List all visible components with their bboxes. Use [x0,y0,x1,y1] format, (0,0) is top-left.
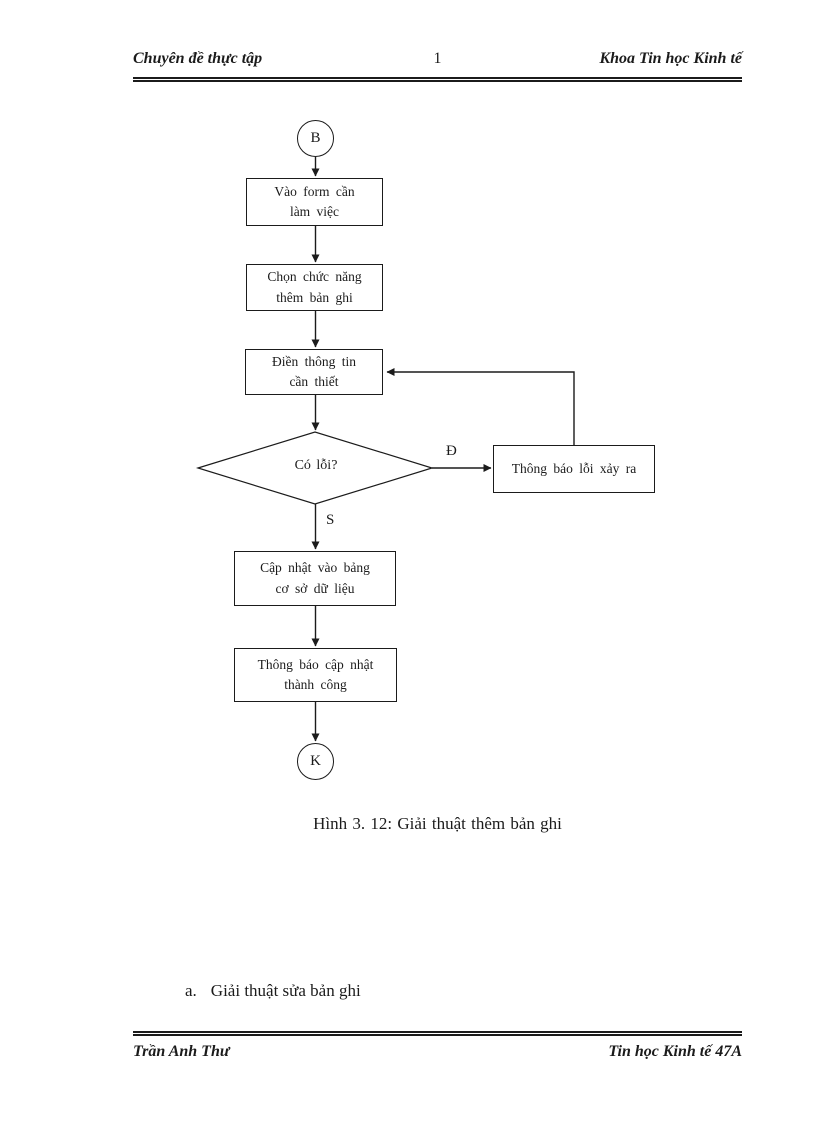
branch-label-yes: Đ [446,443,457,459]
figure-caption: Hình 3. 12: Giải thuật thêm bản ghi [313,814,562,833]
footer-rule [133,1031,742,1036]
process-box-update-db-text: Cập nhật vào bảng cơ sở dữ liệu [260,560,370,596]
process-box-fill-info-text: Điền thông tin cần thiết [272,353,356,389]
flowchart-connectors [195,157,575,742]
process-box-error-message-text: Thông báo lỗi xảy ra [511,460,637,476]
process-box-error-message: Thông báo lỗi xảy ra [493,445,655,493]
process-box-fill-info: Điền thông tin cần thiết [245,349,383,395]
process-box-success-message: Thông báo cập nhật thành công [234,648,397,702]
section-heading: a. Giải thuật sửa bản ghi [185,981,361,1001]
footer-right-text: Tin học Kinh tế 47A [608,1043,742,1060]
start-terminal: B [297,120,334,157]
process-box-success-message-text: Thông báo cập nhật thành công [257,656,374,692]
page-number: 1 [433,50,442,67]
start-terminal-label: B [310,130,321,146]
end-terminal-label: K [310,753,321,769]
header-right-text: Khoa Tin học Kinh tế [599,50,742,67]
header-rule [133,77,742,82]
section-title: Giải thuật sửa bản ghi [210,981,361,1000]
page-footer: Trần Anh Thư Tin học Kinh tế 47A [133,1043,742,1061]
process-box-enter-form-text: Vào form cần làm việc [274,183,355,219]
header-left-text: Chuyên đề thực tập [133,50,263,67]
process-box-choose-function-text: Chọn chức năng thêm bản ghi [267,269,362,305]
footer-left-text: Trần Anh Thư [133,1043,230,1060]
branch-label-no: S [326,512,335,528]
section-marker: a. [185,981,197,1000]
process-box-update-db: Cập nhật vào bảng cơ sở dữ liệu [234,551,396,606]
end-terminal: K [297,743,334,780]
process-box-choose-function: Chọn chức năng thêm bản ghi [246,264,383,311]
page-header: Chuyên đề thực tập 1 Khoa Tin học Kinh t… [133,50,742,68]
process-box-enter-form: Vào form cần làm việc [246,178,383,226]
decision-label: Có lỗi? [294,458,338,473]
arrow-error-loop-to-fill-info [386,368,575,445]
